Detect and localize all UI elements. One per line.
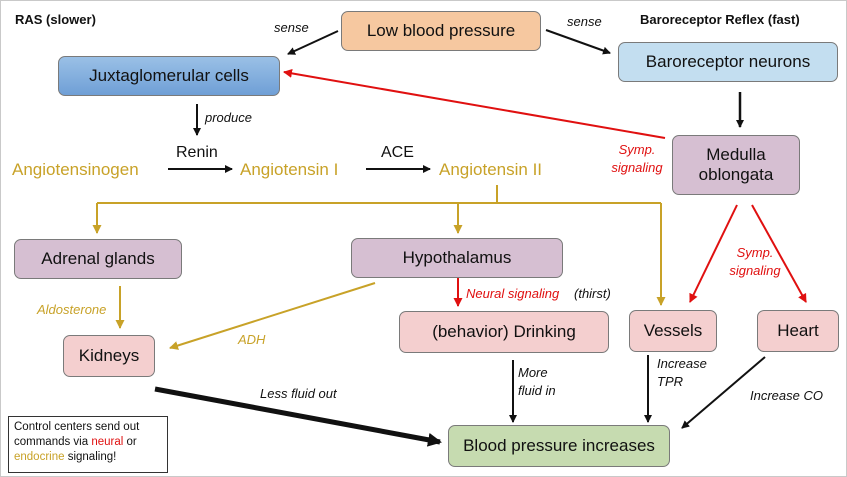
arrow-kidneys-to-bp xyxy=(154,386,442,447)
medulla-oblongata-node: Medulla oblongata xyxy=(672,135,800,195)
arrow-hypothalamus-to-kidneys xyxy=(169,282,376,350)
increase-co-label: Increase CO xyxy=(750,388,823,403)
note-text-2: or xyxy=(123,435,137,448)
symp-signaling-label-1: Symp. signaling xyxy=(611,142,663,175)
note-endocrine: endocrine xyxy=(14,450,65,463)
adrenal-glands-node: Adrenal glands xyxy=(14,239,182,279)
angiotensinogen-label: Angiotensinogen xyxy=(12,160,139,179)
blood-pressure-increases-node: Blood pressure increases xyxy=(448,425,670,467)
arrow-angiotensin2-distribution xyxy=(97,185,498,204)
neural-signaling-label: Neural signaling xyxy=(466,286,560,301)
arrow-heart-to-bp xyxy=(681,356,766,429)
ras-header: RAS (slower) xyxy=(15,12,96,27)
hypothalamus-node: Hypothalamus xyxy=(351,238,563,278)
produce-label: produce xyxy=(205,110,252,125)
thirst-label: (thirst) xyxy=(574,286,611,301)
symp-signaling-label-2: Symp. signaling xyxy=(729,245,781,278)
baroreceptor-neurons-node: Baroreceptor neurons xyxy=(618,42,838,82)
arrow-medulla-to-jg xyxy=(283,68,666,139)
renin-label: Renin xyxy=(176,144,218,161)
arrow-medulla-to-vessels xyxy=(689,204,738,303)
arrow-medulla-to-heart xyxy=(751,204,807,303)
vessels-node: Vessels xyxy=(629,310,717,352)
kidneys-node: Kidneys xyxy=(63,335,155,377)
less-fluid-out-label: Less fluid out xyxy=(260,386,337,401)
arrow-lowbp-to-jg xyxy=(287,30,339,55)
low-blood-pressure-node: Low blood pressure xyxy=(341,11,541,51)
legend-note: Control centers send out commands via ne… xyxy=(8,416,168,473)
more-fluid-in-label: More fluid in xyxy=(518,365,556,398)
note-neural: neural xyxy=(91,435,124,448)
increase-tpr-label: Increase TPR xyxy=(657,356,707,389)
sense-label-left: sense xyxy=(274,20,309,35)
note-text-1: Control centers send out commands via xyxy=(14,421,140,448)
aldosterone-label: Aldosterone xyxy=(37,302,107,317)
sense-label-right: sense xyxy=(567,14,602,29)
adh-label: ADH xyxy=(238,332,266,347)
drinking-node: (behavior) Drinking xyxy=(399,311,609,353)
ace-label: ACE xyxy=(381,144,414,161)
angiotensin-2-label: Angiotensin II xyxy=(439,160,543,179)
heart-node: Heart xyxy=(757,310,839,352)
angiotensin-1-label: Angiotensin I xyxy=(240,160,339,179)
note-text-3: signaling! xyxy=(64,450,117,463)
arrow-lowbp-to-baroreceptor xyxy=(545,29,611,55)
juxtaglomerular-cells-node: Juxtaglomerular cells xyxy=(58,56,280,96)
baroreflex-header: Baroreceptor Reflex (fast) xyxy=(640,12,800,27)
